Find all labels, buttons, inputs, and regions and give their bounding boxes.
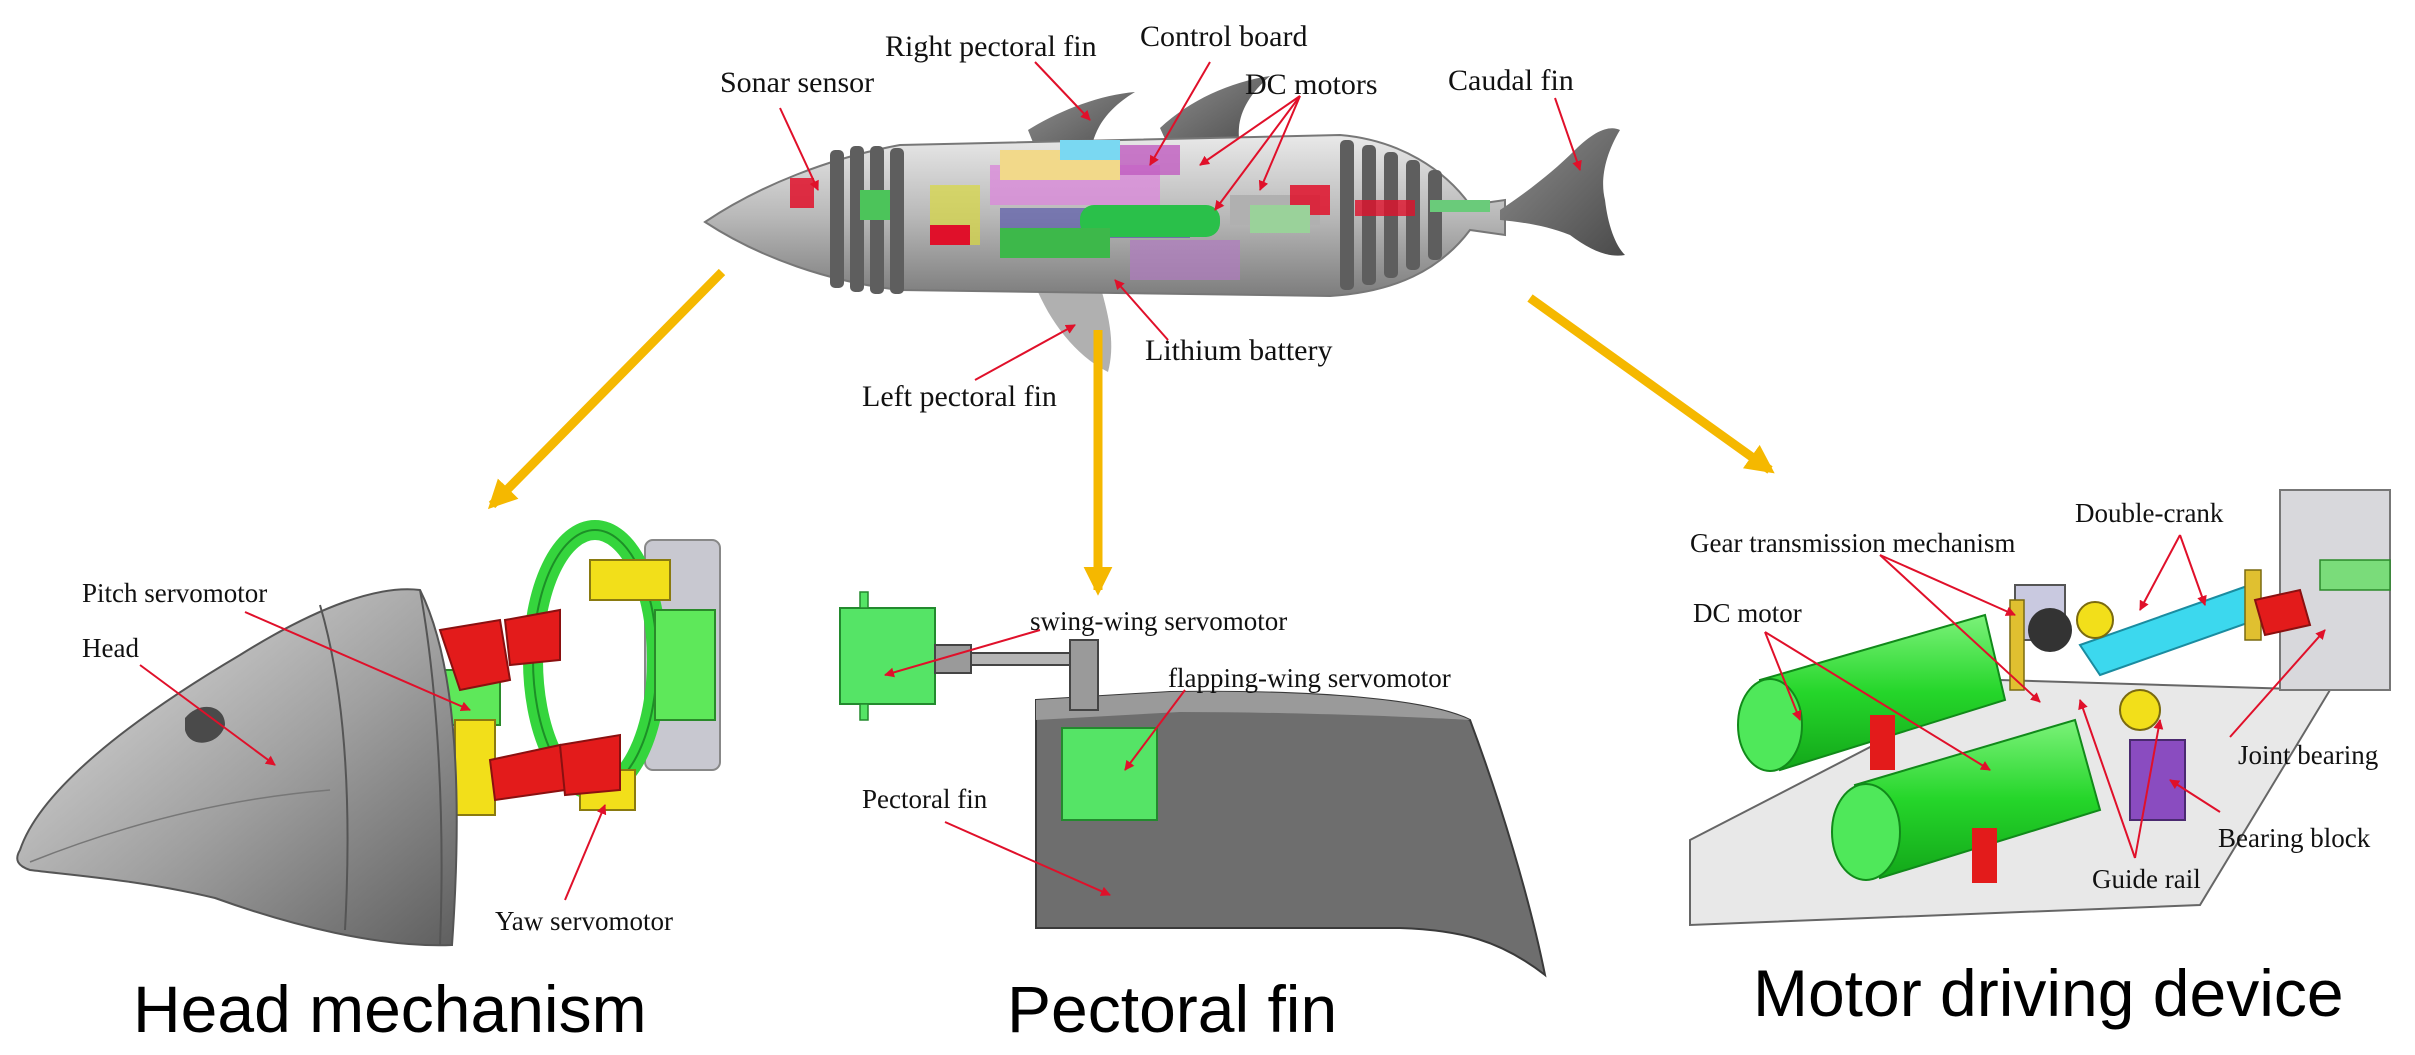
dorsal-fin-shape xyxy=(1160,76,1270,150)
motor-driving-device-drawing xyxy=(1689,489,2391,927)
label-gear-transmission-mechanism: Gear transmission mechanism xyxy=(1690,528,2016,558)
motor-leader-lines xyxy=(1764,534,2326,859)
robot-dolphin-assembly xyxy=(703,76,1625,372)
label-caudal-fin: Caudal fin xyxy=(1448,64,1574,97)
arrow-to-motor-driving-device xyxy=(1527,294,1775,474)
top-leader-lines xyxy=(779,61,1582,381)
label-swing-wing-servomotor: swing-wing servomotor xyxy=(1030,606,1288,636)
arrow-to-head-mechanism xyxy=(487,268,726,510)
dc-motor-lower xyxy=(1831,718,2102,881)
label-pitch-servomotor: Pitch servomotor xyxy=(82,578,268,608)
label-yaw-servomotor: Yaw servomotor xyxy=(495,906,674,936)
rear-bellows xyxy=(1340,140,1442,290)
label-joint-bearing: Joint bearing xyxy=(2238,740,2379,770)
label-pectoral-fin: Pectoral fin xyxy=(862,784,988,814)
label-flapping-wing-servomotor: flapping-wing servomotor xyxy=(1168,663,1451,693)
internal-components xyxy=(790,140,1490,280)
label-control-board: Control board xyxy=(1140,20,1308,53)
head-mechanism-title: Head mechanism xyxy=(133,972,647,1046)
front-bellows xyxy=(830,146,904,294)
pectoral-leader-lines xyxy=(884,629,1186,896)
label-dc-motors: DC motors xyxy=(1245,68,1378,101)
label-sonar-sensor: Sonar sensor xyxy=(720,66,875,99)
head-mechanism-drawing xyxy=(16,520,721,947)
label-lithium-battery: Lithium battery xyxy=(1145,334,1333,367)
motor-driving-device-title: Motor driving device xyxy=(1753,956,2344,1030)
pectoral-fin-title: Pectoral fin xyxy=(1007,972,1338,1046)
label-guide-rail: Guide rail xyxy=(2092,864,2201,894)
label-right-pectoral-fin: Right pectoral fin xyxy=(885,30,1097,63)
label-left-pectoral-fin: Left pectoral fin xyxy=(862,380,1057,413)
head-leader-lines xyxy=(139,611,607,901)
dc-motor-upper xyxy=(1737,613,2007,772)
flapping-wing-servomotor-body xyxy=(1061,727,1158,821)
label-bearing-block: Bearing block xyxy=(2218,823,2371,853)
label-double-crank: Double-crank xyxy=(2075,498,2224,528)
label-head: Head xyxy=(82,633,139,663)
caudal-fin-shape xyxy=(1500,128,1625,256)
flow-arrows xyxy=(487,268,1775,596)
swing-wing-servomotor-body xyxy=(839,607,936,705)
label-dc-motor: DC motor xyxy=(1693,598,1802,628)
